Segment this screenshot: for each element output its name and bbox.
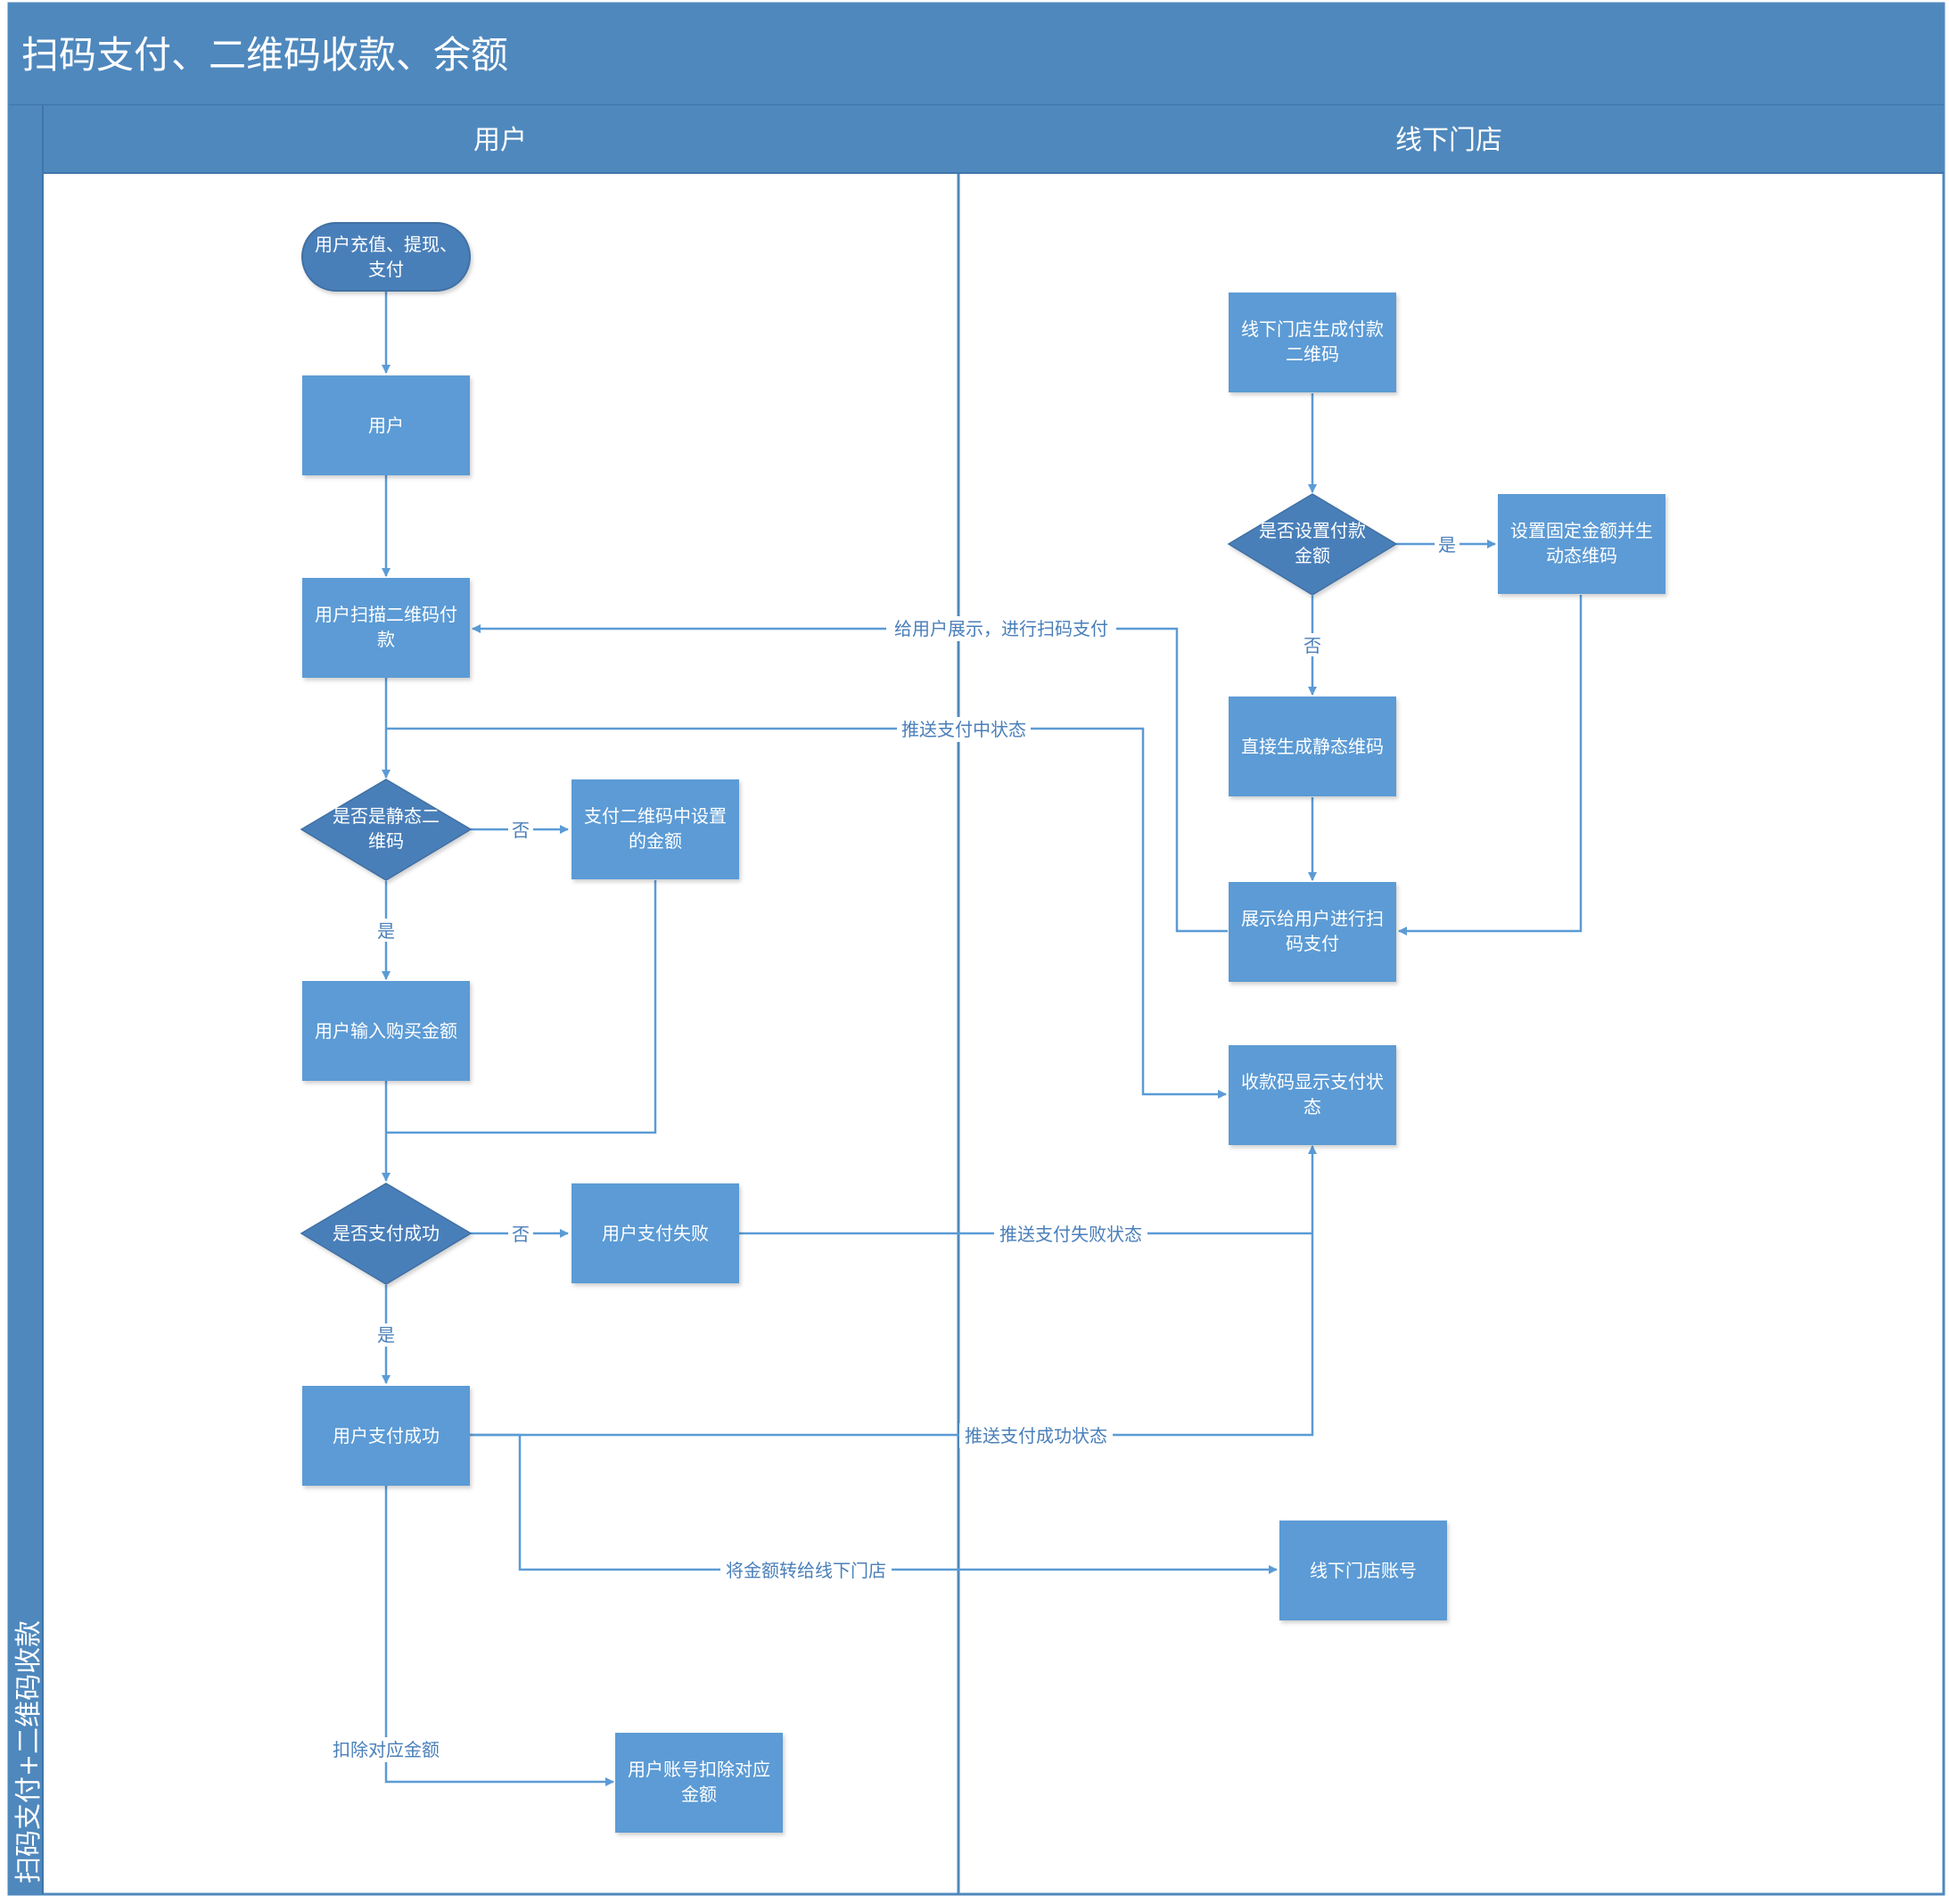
edge-label-deduct: 扣除对应金额 (333, 1739, 440, 1760)
edge-label-yes-1: 是 (377, 920, 395, 942)
edge-label-push-fail: 推送支付失败状态 (999, 1224, 1142, 1245)
node-static-qr: 直接生成静态维码 (1229, 696, 1396, 796)
node-user: 用户 (302, 375, 470, 475)
node-fixed-dynamic-line-1: 设置固定金额并生 (1510, 520, 1653, 541)
svg-text:直接生成静态维码: 直接生成静态维码 (1241, 736, 1384, 757)
node-deduct-box-line-2: 金额 (681, 1784, 717, 1805)
node-set-amount-q: 是否设置付款金额 (1227, 493, 1398, 596)
svg-text:用户: 用户 (368, 415, 404, 436)
node-qr-amount-line-1: 支付二维码中设置 (584, 805, 727, 827)
pool-border (7, 2, 1945, 1896)
edge-label-push-paying: 推送支付中状态 (901, 719, 1026, 740)
svg-text:用户支付成功: 用户支付成功 (333, 1425, 440, 1447)
svg-text:展示给用户进行扫码支付: 展示给用户进行扫码支付 (1241, 908, 1384, 954)
node-is-static-line-1: 是否是静态二 (333, 805, 440, 827)
svg-text:收款码显示支付状态: 收款码显示支付状态 (1241, 1071, 1384, 1117)
node-show-status: 收款码显示支付状态 (1229, 1045, 1396, 1145)
node-input-amount: 用户输入购买金额 (302, 981, 470, 1081)
node-pay-success-q: 是否支付成功 (300, 1183, 473, 1285)
svg-text:是否支付成功: 是否支付成功 (333, 1223, 440, 1244)
node-start: 用户充值、提现、支付 (301, 222, 471, 292)
node-fixed-dynamic-line-2: 动态维码 (1546, 545, 1617, 566)
svg-text:用户输入购买金额: 用户输入购买金额 (315, 1020, 457, 1042)
node-pay-success-line-1: 用户支付成功 (333, 1425, 440, 1447)
node-pay-fail-line-1: 用户支付失败 (602, 1223, 709, 1244)
edge-dynamic-show (1398, 595, 1583, 936)
edge-label-no-2: 否 (512, 1224, 530, 1245)
lane-header-user: 用户 (473, 125, 527, 156)
title-bar (9, 4, 1944, 105)
page-title: 扫码支付、二维码收款、余额 (21, 33, 508, 77)
node-show-user-line-2: 码支付 (1286, 933, 1339, 954)
node-is-static-line-2: 维码 (368, 830, 404, 852)
node-start-line-1: 用户充值、提现、 (315, 234, 457, 255)
svg-text:用户账号扣除对应金额: 用户账号扣除对应金额 (628, 1759, 770, 1805)
lane-header-store: 线下门店 (1395, 125, 1502, 156)
node-is-static: 是否是静态二维码 (300, 779, 473, 881)
edge-qramount-merge (386, 880, 657, 1134)
node-set-amount-q-line-1: 是否设置付款 (1259, 520, 1366, 541)
node-set-amount-q-line-2: 金额 (1295, 545, 1330, 566)
node-gen-qr-line-2: 二维码 (1286, 343, 1339, 365)
node-deduct-box: 用户账号扣除对应金额 (615, 1733, 783, 1833)
node-show-status-line-2: 态 (1303, 1096, 1321, 1117)
edge-transfer (470, 1433, 1278, 1574)
edge-label-no-store: 否 (1303, 635, 1321, 656)
svg-text:线下门店账号: 线下门店账号 (1310, 1560, 1417, 1581)
node-show-user-line-1: 展示给用户进行扫 (1241, 908, 1384, 929)
svg-text:设置固定金额并生动态维码: 设置固定金额并生动态维码 (1510, 520, 1653, 566)
node-gen-qr: 线下门店生成付款二维码 (1229, 293, 1396, 392)
node-show-status-line-1: 收款码显示支付状 (1241, 1071, 1384, 1092)
edge-label-yes-store: 是 (1438, 534, 1456, 556)
node-static-qr-line-1: 直接生成静态维码 (1241, 736, 1384, 757)
edge-show-to-user (472, 624, 1228, 933)
edge-label-transfer: 将金额转给线下门店 (726, 1560, 886, 1581)
lane-header-bar (43, 105, 1944, 173)
edge-label-yes-2: 是 (377, 1324, 395, 1346)
edge-deduct (384, 1486, 614, 1786)
node-gen-qr-line-1: 线下门店生成付款 (1241, 318, 1384, 340)
node-input-amount-line-1: 用户输入购买金额 (315, 1020, 457, 1042)
node-qr-amount-line-2: 的金额 (629, 830, 682, 852)
node-store-account-line-1: 线下门店账号 (1310, 1560, 1417, 1581)
node-pay-fail: 用户支付失败 (572, 1183, 739, 1283)
node-fixed-dynamic: 设置固定金额并生动态维码 (1498, 494, 1665, 594)
node-start-line-2: 支付 (368, 259, 404, 280)
svg-text:支付二维码中设置的金额: 支付二维码中设置的金额 (584, 805, 727, 852)
node-scan-pay-line-2: 款 (377, 629, 395, 650)
svg-text:线下门店生成付款二维码: 线下门店生成付款二维码 (1241, 318, 1384, 365)
node-deduct-box-line-1: 用户账号扣除对应 (628, 1759, 770, 1780)
node-qr-amount: 支付二维码中设置的金额 (572, 779, 739, 879)
svg-text:用户充值、提现、支付: 用户充值、提现、支付 (315, 234, 457, 280)
node-pay-success: 用户支付成功 (302, 1386, 470, 1486)
edge-label-no-1: 否 (512, 820, 530, 841)
node-pay-success-q-line-1: 是否支付成功 (333, 1223, 440, 1244)
node-store-account: 线下门店账号 (1279, 1521, 1447, 1620)
node-user-line-1: 用户 (368, 415, 404, 436)
node-show-user: 展示给用户进行扫码支付 (1229, 882, 1396, 982)
edge-label-push-success: 推送支付成功状态 (965, 1425, 1107, 1447)
node-scan-pay-line-1: 用户扫描二维码付 (315, 604, 457, 625)
pool-label: 扫码支付+二维码收款 (13, 1620, 45, 1883)
pool-side-bar (9, 105, 43, 1894)
svg-text:用户支付失败: 用户支付失败 (602, 1223, 709, 1244)
svg-text:是否是静态二维码: 是否是静态二维码 (333, 805, 440, 852)
edge-push-paying (386, 727, 1227, 1099)
edge-push-success (470, 1145, 1317, 1437)
svg-text:是否设置付款金额: 是否设置付款金额 (1259, 520, 1366, 566)
node-scan-pay: 用户扫描二维码付款 (302, 578, 470, 678)
svg-text:用户扫描二维码付款: 用户扫描二维码付款 (315, 604, 457, 650)
edge-label-show-to-user: 给用户展示，进行扫码支付 (894, 618, 1108, 639)
